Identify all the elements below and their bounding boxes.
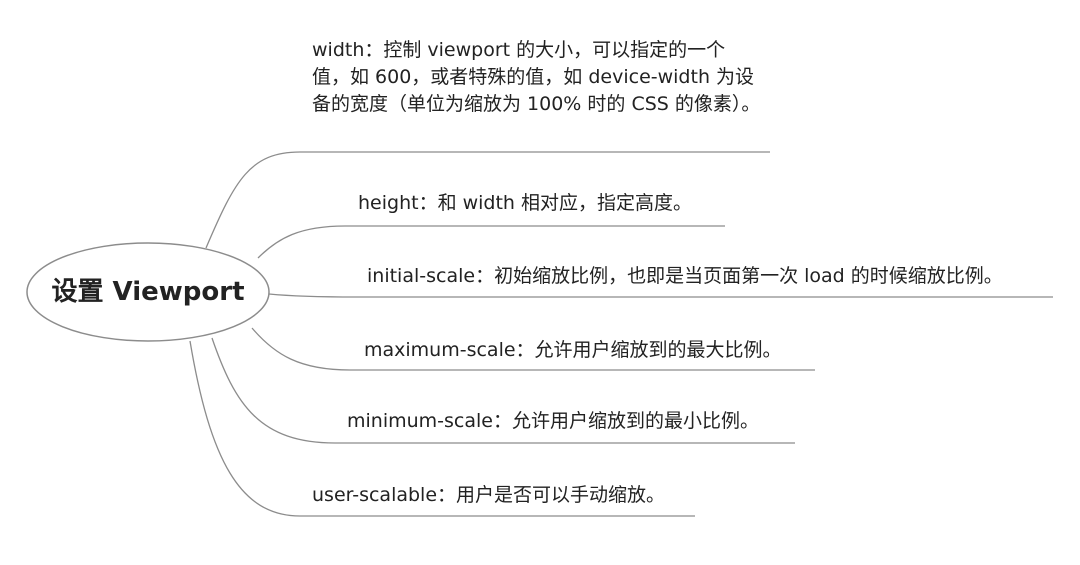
- connector-width: [205, 151, 301, 249]
- branch-width-text: width：控制 viewport 的大小，可以指定的一个值，如 600，或者特…: [312, 39, 761, 115]
- connector-initial-scale: [268, 293, 357, 298]
- branch-initial-scale-text: initial-scale：初始缩放比例，也即是当页面第一次 load 的时候缩…: [367, 265, 1003, 287]
- branch-user-scalable-text: user-scalable：用户是否可以手动缩放。: [312, 484, 666, 506]
- branch-minimum-scale-text: minimum-scale：允许用户缩放到的最小比例。: [347, 410, 759, 432]
- root-node-ellipse: [26, 242, 270, 342]
- branch-maximum-scale-text: maximum-scale：允许用户缩放到的最大比例。: [364, 339, 782, 361]
- connector-user-scalable: [189, 340, 301, 517]
- branch-height-text: height：和 width 相对应，指定高度。: [358, 192, 693, 214]
- root-node-label: 设置 Viewport: [51, 277, 245, 307]
- connector-minimum-scale: [211, 337, 336, 444]
- connector-height: [257, 225, 346, 259]
- connector-maximum-scale: [251, 327, 351, 371]
